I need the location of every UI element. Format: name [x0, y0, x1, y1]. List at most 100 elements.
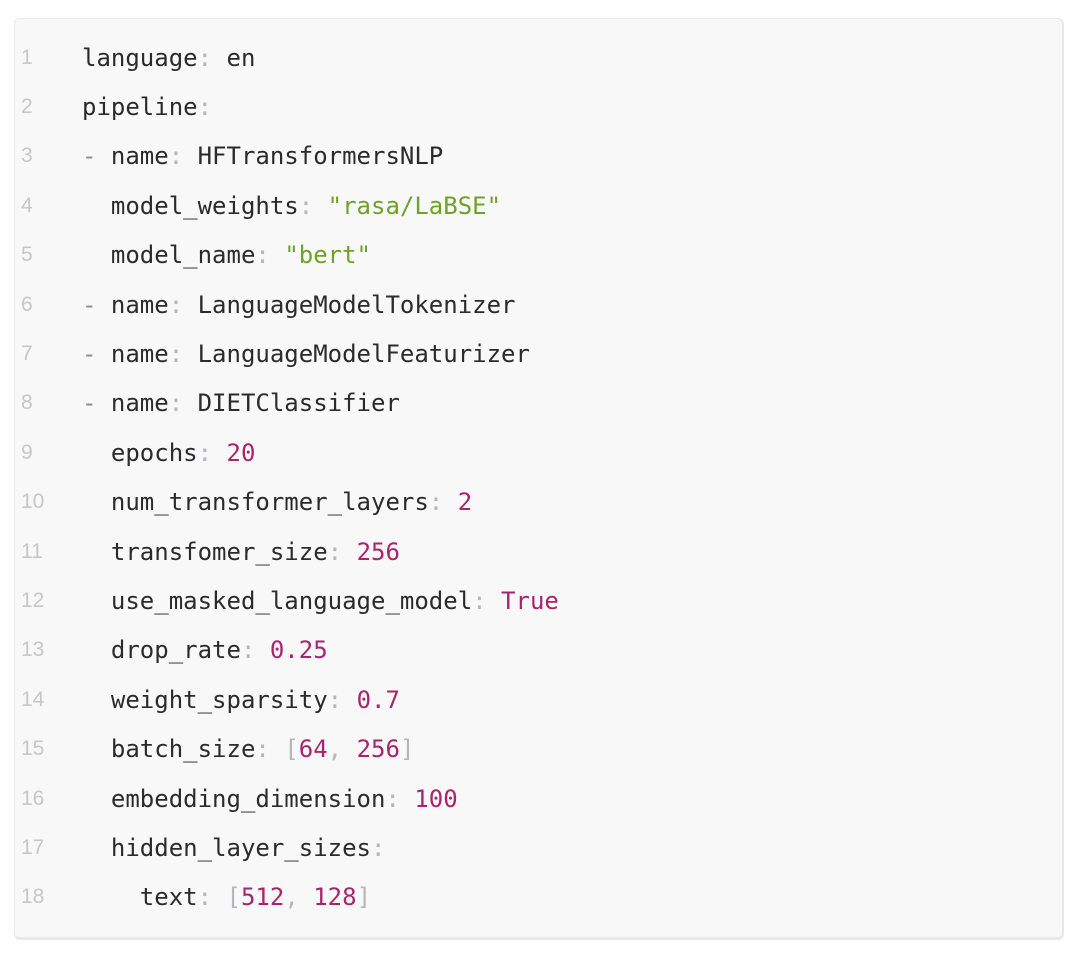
- token-punctuation: ]: [356, 883, 372, 912]
- code-text: batch_size: [64, 256]: [82, 735, 414, 763]
- token-value: HFTransformersNLP: [183, 142, 444, 171]
- token-whitespace: [82, 241, 111, 269]
- token-key: name: [110, 389, 169, 418]
- token-key: num_transformer_layers: [110, 488, 429, 517]
- token-punctuation: :: [240, 636, 256, 665]
- token-key: batch_size: [110, 735, 256, 764]
- token-punctuation: ]: [399, 735, 415, 764]
- token-whitespace: [82, 735, 111, 763]
- code-text: - name: LanguageModelTokenizer: [82, 291, 516, 319]
- code-line: 13 drop_rate: 0.25: [15, 626, 1062, 675]
- token-whitespace: [82, 883, 140, 911]
- line-number: 4: [21, 193, 33, 217]
- token-value: [342, 538, 356, 566]
- token-punctuation: :: [385, 784, 400, 813]
- token-number: 512: [240, 883, 285, 912]
- code-text: language: en: [82, 44, 255, 72]
- line-number: 15: [21, 737, 45, 761]
- token-punctuation: :: [472, 586, 487, 615]
- token-key: weight_sparsity: [110, 685, 328, 714]
- code-text: - name: DIETClassifier: [82, 389, 400, 417]
- token-punctuation: [: [284, 735, 299, 764]
- code-line: 2 pipeline:: [15, 82, 1062, 131]
- token-punctuation: :: [168, 340, 184, 369]
- token-whitespace: [82, 785, 111, 813]
- code-line: 17 hidden_layer_sizes:: [15, 823, 1062, 872]
- line-number: 13: [21, 638, 45, 662]
- code-text: - name: HFTransformersNLP: [82, 142, 443, 170]
- token-number: 64: [298, 735, 328, 764]
- line-number: 9: [21, 440, 33, 464]
- token-key: text: [139, 883, 198, 912]
- token-value: [342, 686, 356, 714]
- code-line: 4 model_weights: "rasa/LaBSE": [15, 181, 1062, 230]
- line-number: 10: [21, 490, 45, 514]
- token-punctuation: :: [371, 833, 386, 862]
- token-punctuation: :: [327, 537, 343, 566]
- line-number: 3: [21, 144, 33, 168]
- token-number: 256: [356, 735, 400, 764]
- token-string: "rasa/LaBSE": [327, 191, 502, 220]
- token-whitespace: [82, 439, 111, 467]
- code-line: 14 weight_sparsity: 0.7: [15, 675, 1062, 724]
- code-line: 12 use_masked_language_model: True: [15, 576, 1062, 625]
- code-text: transfomer_size: 256: [82, 538, 400, 566]
- token-whitespace: [82, 686, 111, 714]
- token-punctuation: [: [226, 883, 241, 912]
- token-punctuation: ,: [327, 735, 357, 764]
- token-key: embedding_dimension: [110, 784, 386, 813]
- token-punctuation: :: [197, 93, 213, 122]
- token-key: model_name: [110, 241, 256, 270]
- code-text: model_name: "bert": [82, 241, 371, 269]
- token-number: 256: [356, 537, 400, 566]
- line-number: 5: [21, 243, 33, 267]
- token-number: 128: [313, 883, 357, 912]
- token-number: 20: [226, 438, 256, 467]
- token-key: drop_rate: [110, 636, 241, 665]
- line-number: 2: [21, 95, 33, 119]
- line-number: 18: [21, 885, 45, 909]
- token-key: pipeline: [82, 93, 198, 122]
- code-line: 6- name: LanguageModelTokenizer: [15, 280, 1062, 329]
- token-punctuation: :: [298, 191, 314, 220]
- token-key: epochs: [110, 438, 198, 467]
- token-value: LanguageModelTokenizer: [183, 290, 516, 319]
- code-line: 10 num_transformer_layers: 2: [15, 478, 1062, 527]
- token-key: transfomer_size: [110, 537, 328, 566]
- line-number: 17: [21, 835, 45, 859]
- token-number: 0.7: [356, 685, 400, 714]
- token-value: en: [212, 43, 256, 72]
- code-line: 5 model_name: "bert": [15, 231, 1062, 280]
- code-text: embedding_dimension: 100: [82, 785, 458, 813]
- token-value: [212, 883, 226, 911]
- token-value: [487, 587, 501, 615]
- code-line: 8- name: DIETClassifier: [15, 379, 1062, 428]
- code-text: text: [512, 128]: [82, 883, 371, 911]
- token-value: [400, 785, 414, 813]
- token-list-dash: -: [82, 340, 111, 369]
- token-number: 100: [414, 784, 458, 813]
- token-whitespace: [82, 192, 111, 220]
- code-text: drop_rate: 0.25: [82, 636, 328, 664]
- token-list-dash: -: [82, 290, 111, 319]
- code-line: 9 epochs: 20: [15, 428, 1062, 477]
- code-line: 7 - name: LanguageModelFeaturizer: [15, 329, 1062, 378]
- token-punctuation: :: [197, 438, 213, 467]
- token-punctuation: ,: [284, 883, 314, 912]
- token-whitespace: [82, 834, 111, 862]
- token-value: [313, 192, 327, 220]
- code-text: use_masked_language_model: True: [82, 587, 559, 615]
- line-number: 7: [21, 342, 33, 366]
- code-line: 15 batch_size: [64, 256]: [15, 724, 1062, 773]
- token-value: [270, 241, 284, 269]
- token-key: use_masked_language_model: [110, 586, 473, 615]
- token-key: name: [110, 340, 169, 369]
- code-text: - name: LanguageModelFeaturizer: [82, 340, 530, 368]
- token-value: LanguageModelFeaturizer: [183, 340, 530, 369]
- line-number: 14: [21, 687, 45, 711]
- token-key: language: [82, 43, 198, 72]
- token-whitespace: [82, 488, 111, 516]
- token-key: name: [110, 142, 169, 171]
